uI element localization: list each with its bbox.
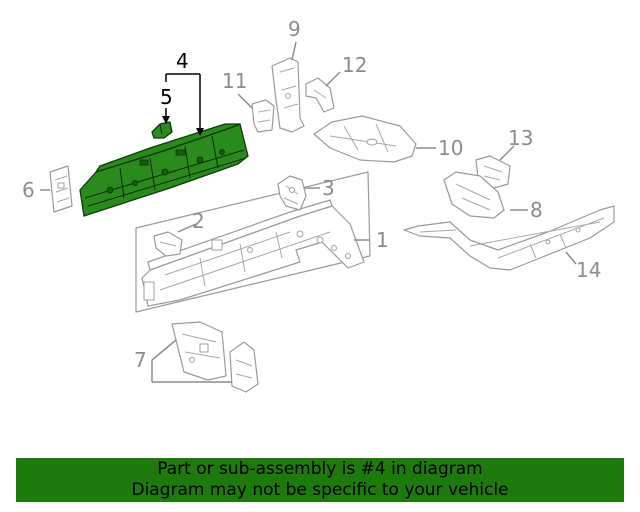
part-7-bracket-set[interactable]	[171, 321, 259, 393]
callout-13: 13	[508, 126, 533, 150]
callout-11: 11	[222, 69, 247, 93]
banner-line-2: Diagram may not be specific to your vehi…	[131, 480, 509, 500]
callout-8: 8	[530, 198, 543, 222]
part-10-panel[interactable]	[313, 115, 417, 163]
callout-10: 10	[438, 136, 463, 160]
callout-2: 2	[192, 209, 205, 233]
part-11-bracket[interactable]	[251, 99, 275, 133]
callout-14: 14	[576, 258, 601, 282]
part-8-panel[interactable]	[443, 171, 505, 219]
callout-12: 12	[342, 53, 367, 77]
callout-4: 4	[176, 49, 189, 73]
diagram-notice-banner: Part or sub-assembly is #4 in diagram Di…	[16, 458, 624, 502]
callout-5: 5	[160, 85, 173, 109]
part-3-bracket[interactable]	[277, 175, 307, 211]
callout-6: 6	[22, 178, 35, 202]
part-5-bracket[interactable]	[151, 121, 173, 139]
part-6-bracket[interactable]	[49, 165, 73, 213]
parts-diagram: 1 2 3 4 5 6 7 8 9 10 11 12 13 14	[22, 17, 615, 393]
callout-1: 1	[376, 228, 389, 252]
leader-lines	[40, 41, 577, 383]
callout-7: 7	[134, 348, 147, 372]
part-12-bracket[interactable]	[305, 77, 335, 113]
callouts: 1 2 3 4 5 6 7 8 9 10 11 12 13 14	[22, 17, 601, 372]
callout-3: 3	[322, 176, 335, 200]
banner-line-1: Part or sub-assembly is #4 in diagram	[157, 459, 483, 479]
callout-9: 9	[288, 17, 301, 41]
part-14-rail[interactable]	[403, 205, 615, 271]
part-2-bracket[interactable]	[153, 231, 183, 257]
part-4-highlighted[interactable]	[79, 123, 249, 217]
part-9-pillar-bracket[interactable]	[271, 57, 305, 133]
